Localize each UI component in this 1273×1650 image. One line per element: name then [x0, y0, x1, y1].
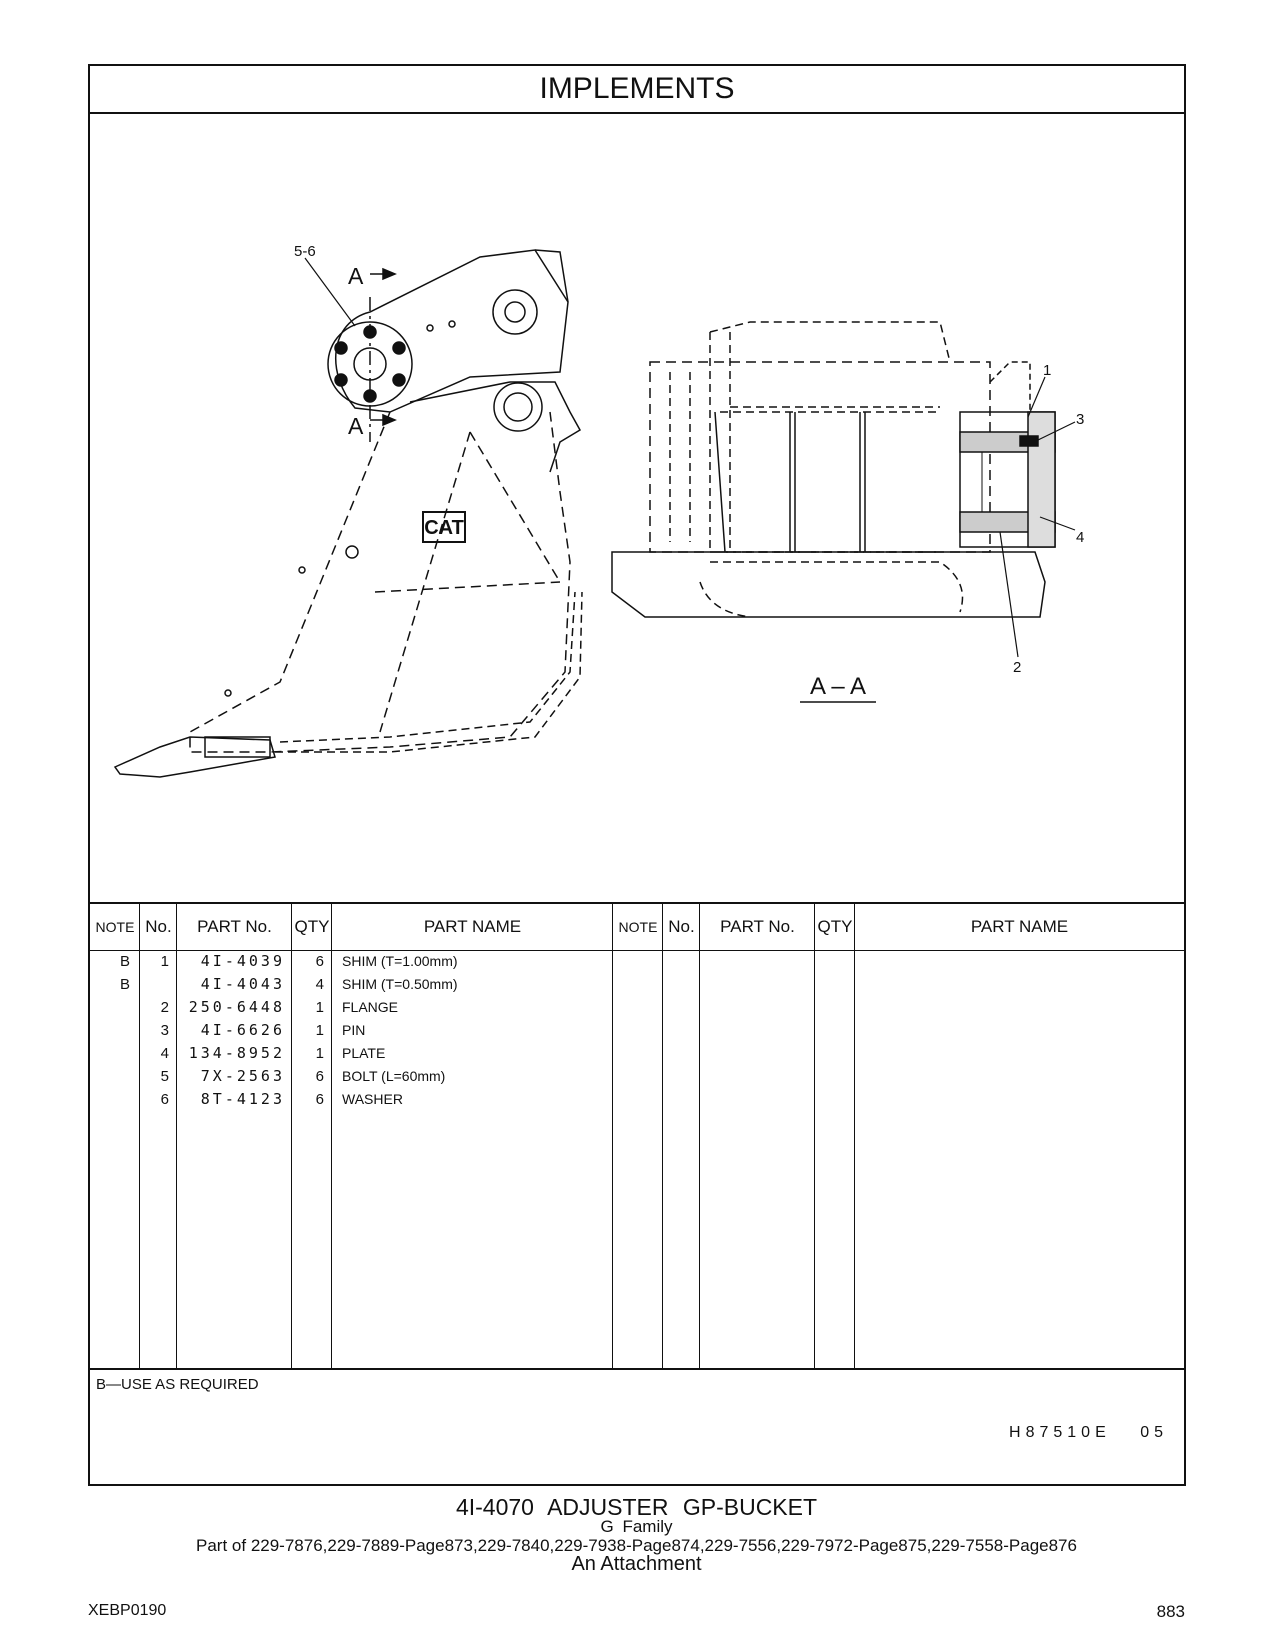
- parts-table: NOTE No. PART No. QTY PART NAME NOTE No.…: [90, 904, 1184, 1370]
- drawing-code-id: H87510E: [1009, 1424, 1111, 1441]
- table-row: 2 250-6448 1 FLANGE: [90, 996, 1184, 1019]
- row-note: [90, 1065, 130, 1088]
- row-note: B: [119, 953, 130, 970]
- row-part-no: 250-6448: [188, 998, 285, 1016]
- row-no: 1: [160, 953, 169, 970]
- page-title: IMPLEMENTS: [90, 66, 1184, 114]
- exploded-drawing: CAT 5-6 A A: [90, 112, 1184, 904]
- row-part-no: 134-8952: [188, 1044, 285, 1062]
- header-part-no-2: PART No.: [720, 917, 795, 936]
- row-part-no: 7X-2563: [200, 1067, 285, 1085]
- row-qty: 6: [315, 953, 324, 970]
- row-qty: 6: [315, 1091, 324, 1108]
- drawing-code: H87510E 05: [1009, 1424, 1168, 1442]
- bucket-side-view: CAT 5-6 A A: [113, 243, 583, 778]
- document-id: XEBP0190: [88, 1602, 167, 1619]
- row-no: 5: [160, 1068, 169, 1085]
- row-part-name: FLANGE: [342, 999, 399, 1015]
- header-part-name-2: PART NAME: [970, 917, 1069, 936]
- callout-2: 2: [1013, 659, 1021, 676]
- row-no: 6: [160, 1091, 169, 1108]
- row-note: [90, 1042, 130, 1065]
- row-qty: 4: [315, 976, 324, 993]
- attachment-label: An Attachment: [571, 1553, 702, 1575]
- bucket-drawing-svg: CAT 5-6 A A: [113, 243, 1084, 778]
- family-label: G Family: [600, 1517, 673, 1536]
- section-marker-a-top: A: [348, 263, 364, 289]
- table-header: NOTE No. PART No. QTY PART NAME NOTE No.…: [90, 904, 1184, 951]
- header-no-2: No.: [668, 917, 695, 936]
- row-part-name: PLATE: [342, 1045, 386, 1061]
- row-note: [90, 1088, 130, 1111]
- row-part-no: 8T-4123: [200, 1090, 285, 1108]
- row-qty: 1: [315, 1045, 324, 1062]
- row-part-name: PIN: [342, 1022, 366, 1038]
- row-no: 3: [160, 1022, 169, 1039]
- row-part-no: 4I-4039: [200, 952, 285, 970]
- row-part-name: SHIM (T=1.00mm): [342, 953, 458, 969]
- table-row: B 4I-4043 4 SHIM (T=0.50mm): [90, 973, 1184, 996]
- callout-1: 1: [1043, 362, 1051, 379]
- row-part-name: BOLT (L=60mm): [342, 1068, 446, 1084]
- row-part-name: SHIM (T=0.50mm): [342, 976, 458, 992]
- header-part-name: PART NAME: [423, 917, 522, 936]
- row-qty: 1: [315, 1022, 324, 1039]
- page-number: 883: [1156, 1602, 1185, 1621]
- callout-4: 4: [1076, 529, 1084, 546]
- table-row: 5 7X-2563 6 BOLT (L=60mm): [90, 1065, 1184, 1088]
- header-note-2: NOTE: [618, 919, 658, 935]
- row-note: [90, 996, 130, 1019]
- table-row: B 1 4I-4039 6 SHIM (T=1.00mm): [90, 950, 1184, 973]
- row-qty: 1: [315, 999, 324, 1016]
- row-qty: 6: [315, 1068, 324, 1085]
- section-a-a-view: 1 3 4 2 A – A: [611, 321, 1084, 703]
- drawing-revision: 05: [1140, 1424, 1168, 1441]
- header-qty-2: QTY: [817, 917, 853, 936]
- row-part-no: 4I-6626: [200, 1021, 285, 1039]
- header-note: NOTE: [95, 919, 135, 935]
- row-note: B: [119, 976, 130, 993]
- callout-3: 3: [1076, 411, 1084, 428]
- footnote: B—USE AS REQUIRED: [96, 1376, 259, 1393]
- section-label: A – A: [810, 673, 866, 700]
- table-row: 4 134-8952 1 PLATE: [90, 1042, 1184, 1065]
- assembly-title: 4I-4070 ADJUSTER GP-BUCKET: [455, 1494, 818, 1520]
- header-part-no: PART No.: [197, 917, 272, 936]
- row-no: [140, 973, 169, 996]
- part-of-references: Part of 229-7876,229-7889-Page873,229-78…: [196, 1536, 1077, 1555]
- table-row: 6 8T-4123 6 WASHER: [90, 1088, 1184, 1111]
- row-no: 4: [160, 1045, 169, 1062]
- callout-5-6: 5-6: [294, 243, 316, 260]
- table-row: 3 4I-6626 1 PIN: [90, 1019, 1184, 1042]
- header-no: No.: [145, 917, 172, 936]
- parts-page-frame: IMPLEMENTS: [88, 64, 1186, 1486]
- row-part-name: WASHER: [342, 1091, 403, 1107]
- header-qty: QTY: [294, 917, 330, 936]
- row-no: 2: [160, 999, 169, 1016]
- section-marker-a-bottom: A: [348, 413, 364, 439]
- row-note: [90, 1019, 130, 1042]
- cat-logo: CAT: [424, 517, 464, 539]
- row-part-no: 4I-4043: [200, 975, 285, 993]
- table-footer: B—USE AS REQUIRED H87510E 05: [90, 1368, 1184, 1486]
